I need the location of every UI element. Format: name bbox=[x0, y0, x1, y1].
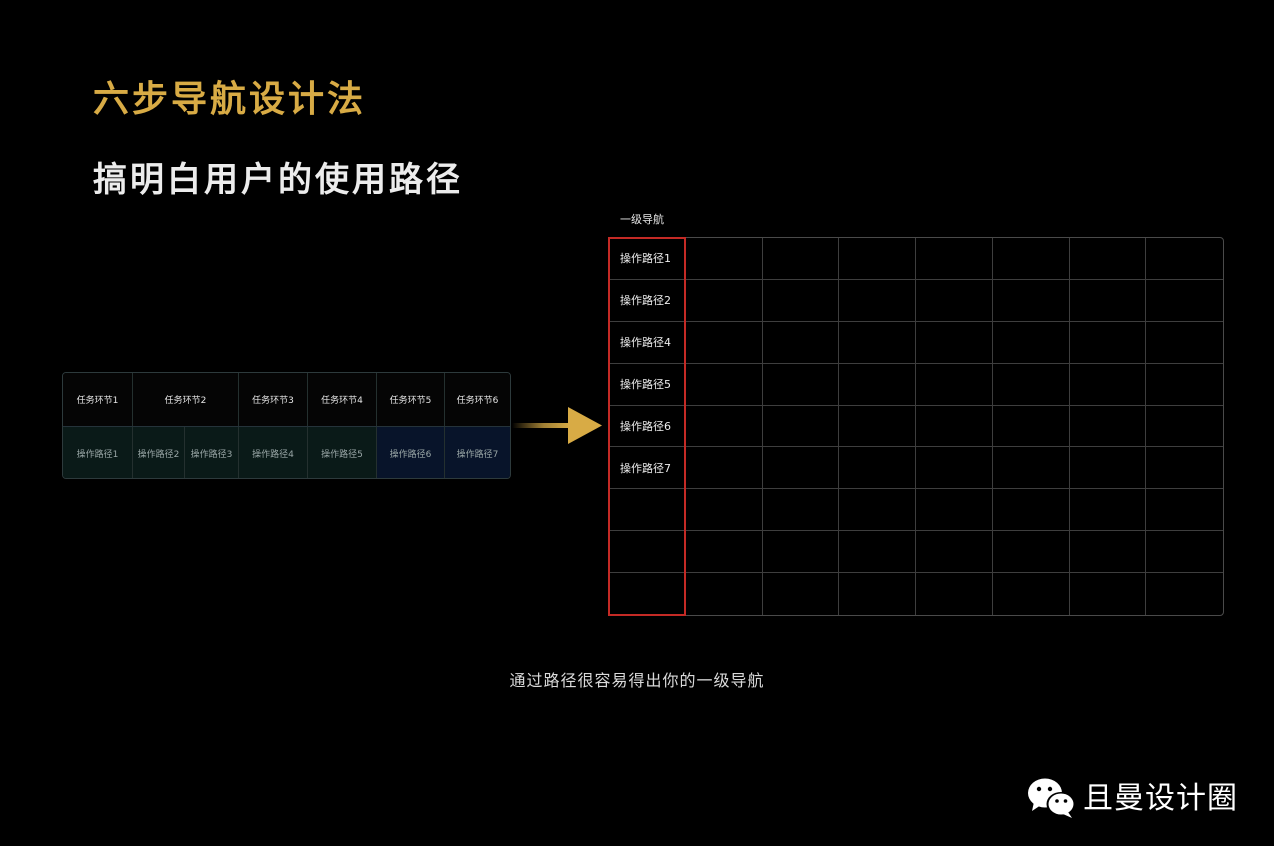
grid-cell bbox=[916, 238, 993, 280]
grid-cell bbox=[916, 573, 993, 615]
grid-cell bbox=[1146, 238, 1223, 280]
grid-cell bbox=[1146, 573, 1223, 615]
task-stage-cell: 任务环节2 bbox=[133, 373, 239, 426]
task-stage-cell: 任务环节1 bbox=[63, 373, 133, 426]
grid-cell bbox=[686, 531, 763, 574]
grid-cell bbox=[993, 573, 1070, 615]
grid-cell bbox=[686, 363, 763, 406]
grid-cell bbox=[686, 279, 763, 322]
primary-nav-cell: 操作路径6 bbox=[609, 405, 686, 448]
task-path-table: 任务环节1 任务环节2 任务环节3 任务环节4 任务环节5 任务环节6 操作路径… bbox=[62, 372, 511, 479]
section-title: 六步导航设计法 bbox=[93, 79, 367, 120]
operation-path-row: 操作路径1 操作路径2 操作路径3 操作路径4 操作路径5 操作路径6 操作路径… bbox=[63, 426, 510, 478]
grid-cell bbox=[762, 279, 840, 322]
grid-cell bbox=[839, 363, 917, 406]
grid-cell bbox=[763, 573, 840, 615]
grid-cell bbox=[839, 279, 917, 322]
grid-cell bbox=[762, 238, 840, 280]
grid-cell bbox=[1146, 531, 1223, 574]
primary-nav-cell: 操作路径2 bbox=[609, 279, 686, 322]
primary-nav-cell: 操作路径1 bbox=[609, 238, 686, 280]
grid-cell bbox=[1069, 489, 1147, 532]
grid-cell bbox=[916, 489, 993, 532]
primary-nav-cell bbox=[609, 489, 686, 532]
grid-cell bbox=[839, 321, 917, 364]
grid-cell bbox=[762, 321, 840, 364]
primary-nav-cell: 操作路径5 bbox=[609, 363, 686, 406]
grid-cell bbox=[762, 447, 840, 490]
grid-cell bbox=[1069, 405, 1147, 448]
grid-cell bbox=[686, 489, 763, 532]
operation-path-cell: 操作路径1 bbox=[63, 427, 133, 478]
primary-nav-cell bbox=[609, 573, 686, 615]
grid-cell bbox=[1069, 447, 1147, 490]
grid-cell bbox=[1146, 406, 1223, 448]
task-stage-row: 任务环节1 任务环节2 任务环节3 任务环节4 任务环节5 任务环节6 bbox=[63, 373, 510, 426]
grid-cell bbox=[1069, 279, 1147, 322]
grid-cell bbox=[1146, 280, 1223, 322]
brand-name: 且曼设计圈 bbox=[1083, 781, 1238, 816]
grid-cell bbox=[1146, 447, 1223, 490]
operation-path-cell: 操作路径4 bbox=[239, 427, 308, 478]
grid-cell bbox=[839, 238, 917, 280]
grid-cell bbox=[839, 573, 917, 615]
grid-cell bbox=[1069, 238, 1147, 280]
operation-path-cell: 操作路径2 bbox=[133, 427, 185, 478]
grid-cell bbox=[686, 238, 763, 280]
task-stage-cell: 任务环节4 bbox=[308, 373, 377, 426]
primary-nav-label: 一级导航 bbox=[620, 213, 664, 226]
grid-cell bbox=[916, 531, 993, 574]
grid-cell bbox=[1069, 321, 1147, 364]
grid-cell bbox=[916, 405, 993, 448]
operation-path-cell: 操作路径7 bbox=[445, 427, 510, 478]
operation-path-cell: 操作路径3 bbox=[185, 427, 239, 478]
grid-cell bbox=[1069, 363, 1147, 406]
grid-cell bbox=[839, 405, 917, 448]
primary-nav-cell: 操作路径4 bbox=[609, 321, 686, 364]
operation-path-cell: 操作路径5 bbox=[308, 427, 377, 478]
grid-cell bbox=[839, 489, 917, 532]
grid-cell bbox=[1146, 364, 1223, 406]
grid-cell bbox=[916, 279, 993, 322]
arrow-right-icon bbox=[512, 407, 602, 444]
grid-cell bbox=[839, 531, 917, 574]
task-stage-cell: 任务环节6 bbox=[456, 396, 499, 406]
grid-cell bbox=[762, 405, 840, 448]
slide-subtitle: 搞明白用户的使用路径 bbox=[93, 160, 463, 200]
grid-cell bbox=[686, 573, 763, 615]
grid-cell bbox=[992, 321, 1070, 364]
grid-cell bbox=[992, 447, 1070, 490]
wechat-icon bbox=[1028, 778, 1076, 818]
grid-cell bbox=[839, 447, 917, 490]
grid-cell bbox=[916, 321, 993, 364]
grid-cell bbox=[762, 363, 840, 406]
grid-cell bbox=[916, 447, 993, 490]
grid-cell bbox=[992, 238, 1070, 280]
grid-cell bbox=[916, 363, 993, 406]
primary-nav-cell: 操作路径7 bbox=[609, 447, 686, 490]
task-stage-cell: 任务环节3 bbox=[239, 373, 308, 426]
grid-cell bbox=[686, 447, 763, 490]
grid-cell bbox=[1069, 531, 1147, 574]
grid-cell bbox=[992, 489, 1070, 532]
grid-cell bbox=[992, 279, 1070, 322]
grid-cell bbox=[762, 531, 840, 574]
slide-caption: 通过路径很容易得出你的一级导航 bbox=[509, 671, 765, 690]
task-stage-cell: 任务环节5 bbox=[377, 373, 445, 426]
grid-cell bbox=[686, 405, 763, 448]
grid-cell bbox=[992, 531, 1070, 574]
grid-cell bbox=[992, 405, 1070, 448]
grid-cell bbox=[992, 363, 1070, 406]
primary-nav-cell bbox=[609, 531, 686, 574]
grid-cell bbox=[686, 321, 763, 364]
grid-cell bbox=[762, 489, 840, 532]
grid-cell bbox=[1070, 573, 1147, 615]
grid-cell bbox=[1146, 322, 1223, 364]
grid-cell bbox=[1146, 489, 1223, 532]
operation-path-cell: 操作路径6 bbox=[377, 427, 445, 478]
